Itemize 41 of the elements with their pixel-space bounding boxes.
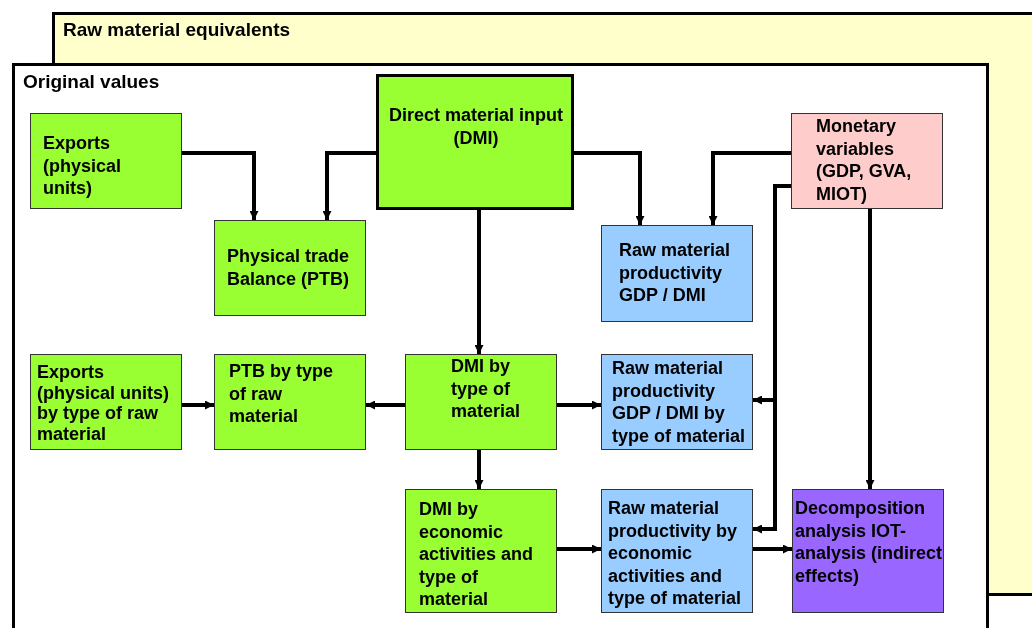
process-box — [405, 354, 557, 450]
arrow — [366, 400, 405, 410]
panel-title: Original values — [23, 71, 161, 94]
arrow — [753, 544, 792, 554]
node-text: Direct material input (DMI) — [387, 104, 564, 149]
process-box — [376, 74, 574, 210]
arrow — [182, 400, 214, 410]
process-box — [30, 113, 182, 209]
process-box — [791, 113, 943, 209]
arrow — [557, 544, 601, 554]
node-text: Exports (physical units) — [43, 132, 123, 200]
arrow — [557, 400, 601, 410]
node-text: Monetary variables (GDP, GVA, MIOT) — [816, 115, 913, 205]
process-box — [30, 354, 182, 450]
panel — [52, 12, 1032, 63]
node-text: Decomposition analysis IOT-analysis (indirect effects) — [795, 497, 943, 587]
arrow — [474, 450, 484, 489]
process-box — [601, 489, 753, 613]
arrow — [708, 151, 791, 225]
process-box — [601, 354, 753, 450]
node-text: DMI by type of material — [451, 355, 522, 423]
arrow — [182, 151, 259, 220]
process-box — [214, 354, 366, 450]
process-box — [214, 220, 366, 316]
node-text: Raw material productivity by economic activities and type of material — [608, 497, 743, 610]
node-text: Exports (physical units) by type of raw material — [37, 362, 171, 444]
process-box — [405, 489, 557, 613]
node-text: PTB by type of raw material — [229, 360, 335, 428]
node-text: Physical trade Balance (PTB) — [227, 245, 351, 290]
node-text: DMI by economic activities and type of material — [419, 498, 535, 611]
arrow — [322, 151, 376, 220]
panel-title: Raw material equivalents — [63, 19, 292, 42]
arrow — [474, 210, 484, 354]
process-box — [601, 225, 753, 322]
arrow — [574, 151, 645, 225]
node-text: Raw material productivity GDP / DMI — [619, 239, 732, 307]
panel — [12, 63, 989, 628]
process-box — [792, 489, 944, 613]
node-text: Raw material productivity GDP / DMI by type of material — [612, 357, 747, 447]
arrow — [753, 184, 791, 534]
arrow — [865, 209, 875, 489]
